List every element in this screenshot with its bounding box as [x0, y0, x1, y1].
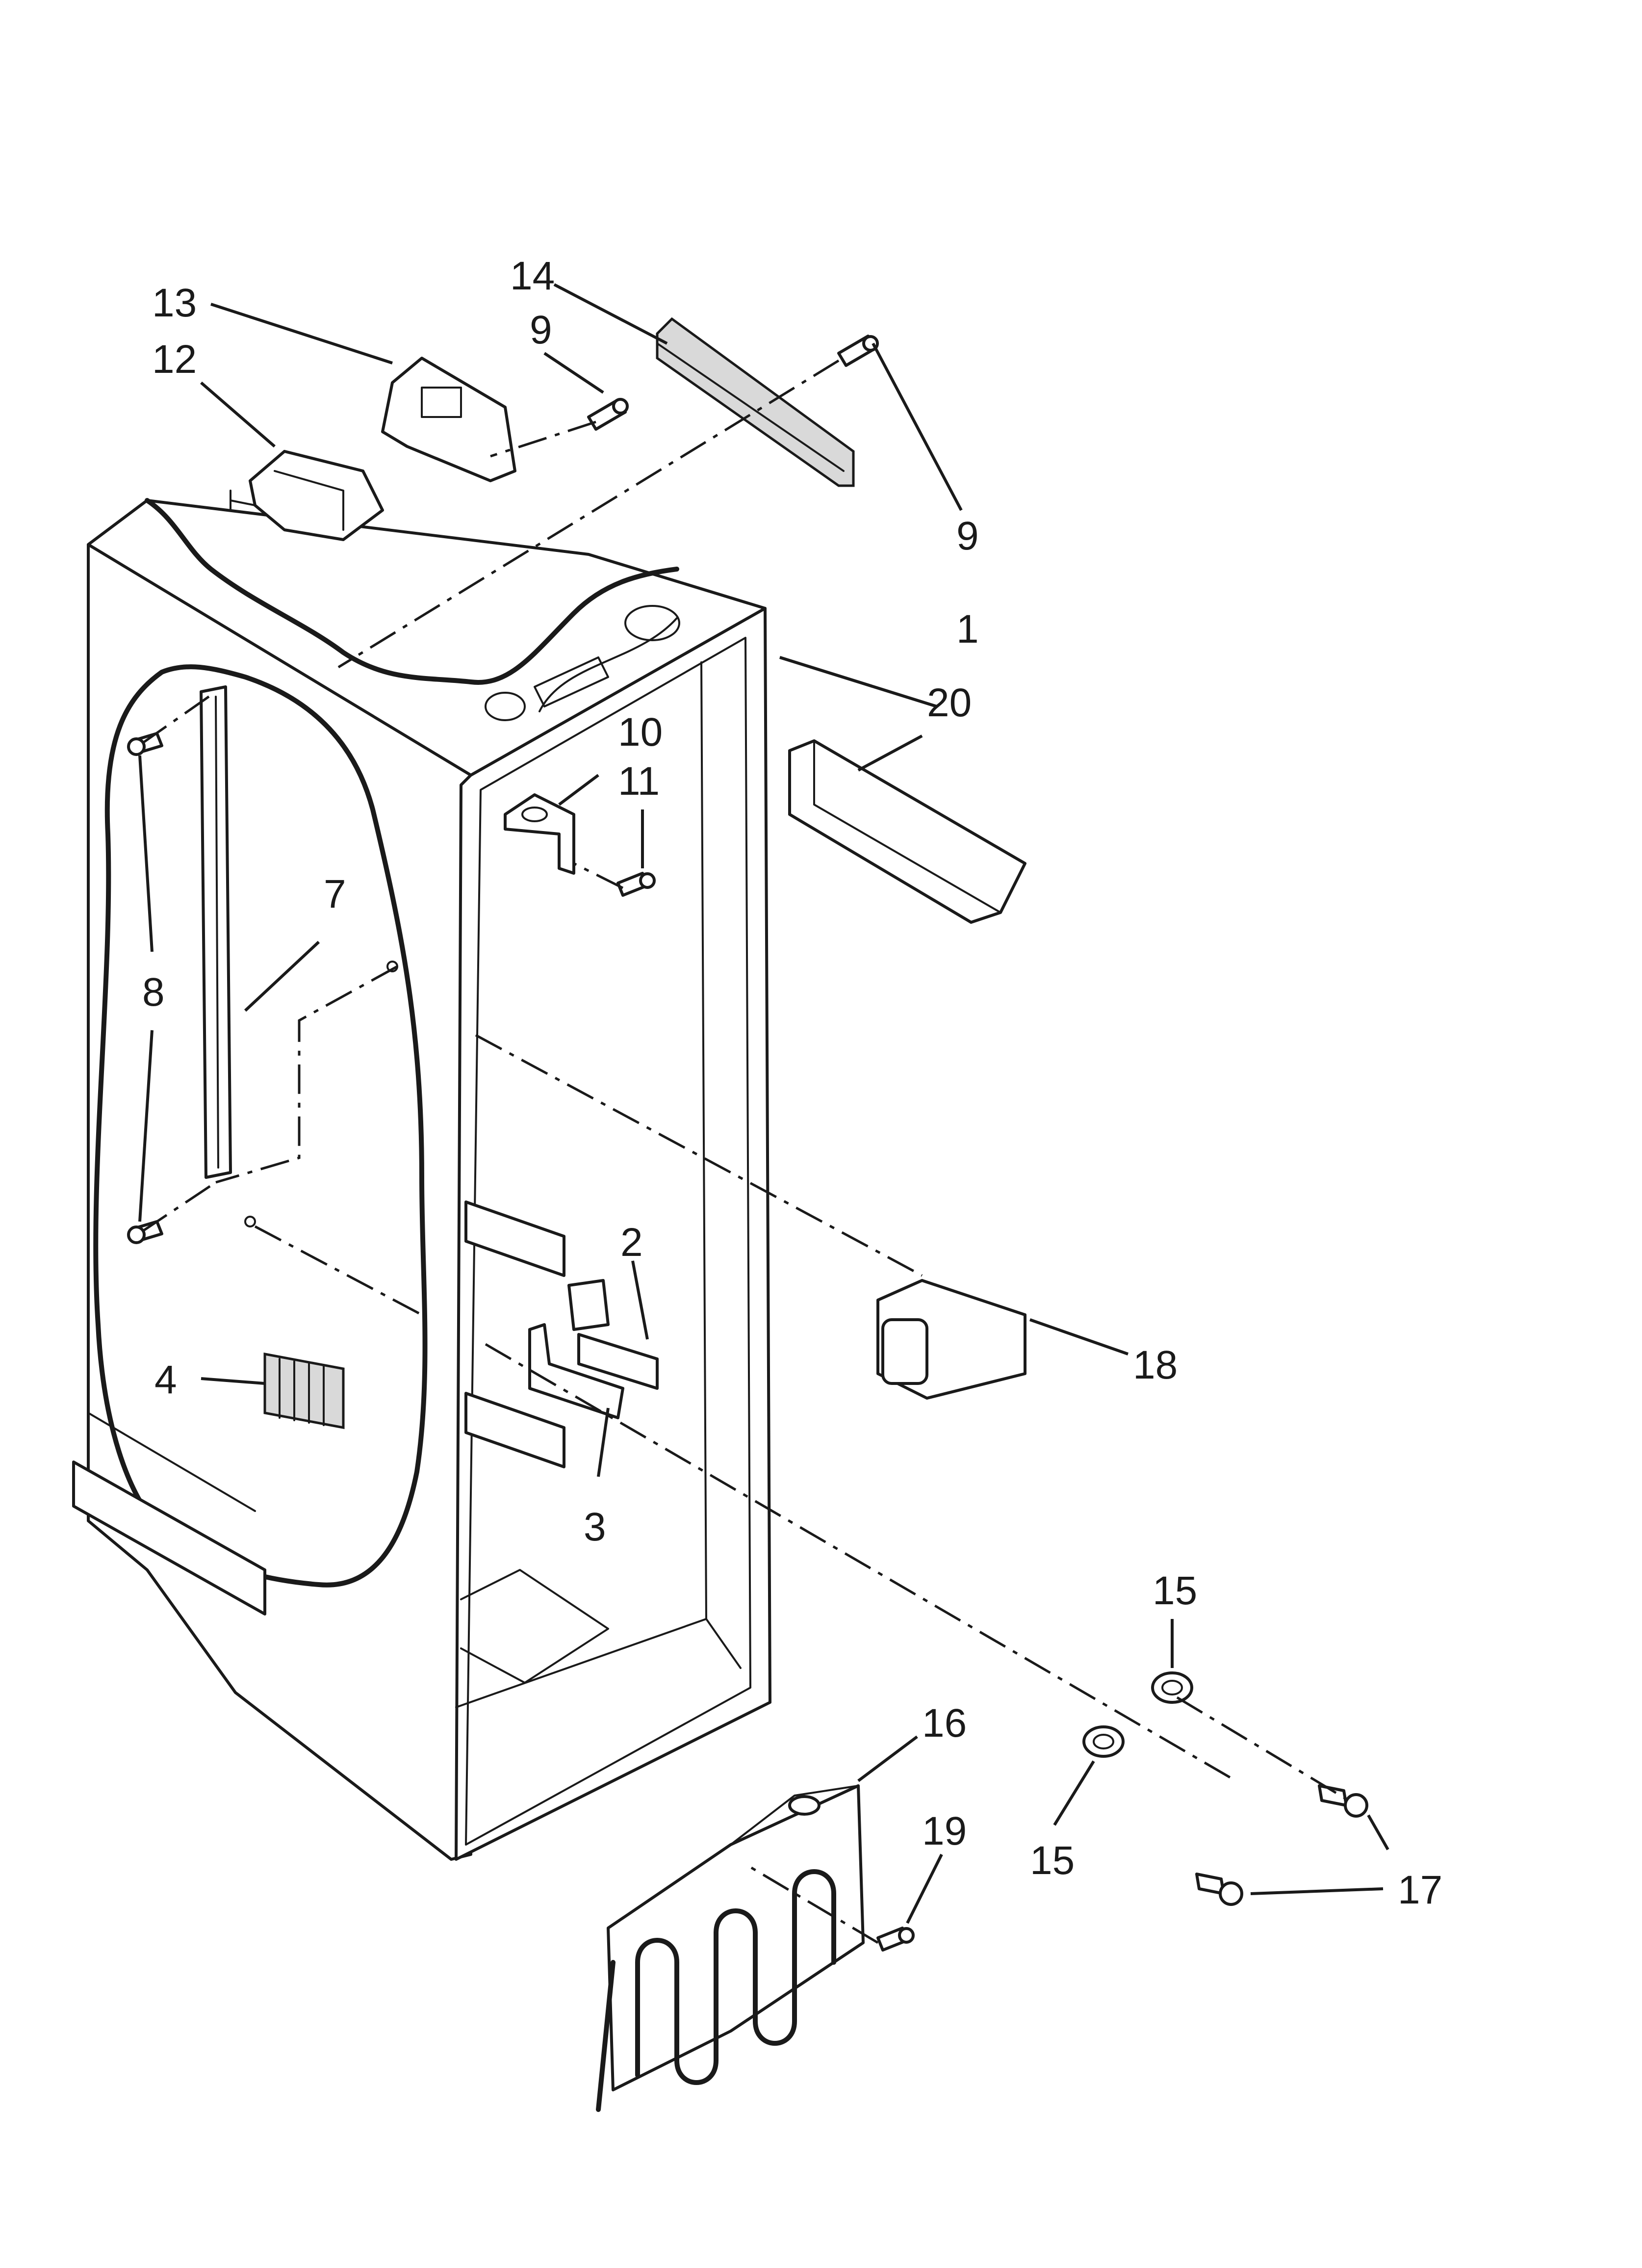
screw-8b	[127, 1220, 163, 1244]
part-17-pin-a	[1318, 1784, 1368, 1818]
callout-17: 17	[1398, 1868, 1442, 1912]
part-14-trim	[656, 317, 855, 487]
part-12-housing	[230, 450, 384, 541]
callout-12: 12	[152, 337, 197, 382]
assembly-lines	[141, 359, 1350, 1944]
callout-9a: 9	[530, 308, 552, 352]
part-2-bracket	[567, 1279, 659, 1390]
callout-18: 18	[1133, 1343, 1178, 1387]
part-3-bracket	[528, 1323, 624, 1419]
callout-3: 3	[584, 1505, 606, 1549]
leader-arrows	[138, 283, 1389, 1924]
callout-19: 19	[922, 1809, 967, 1853]
screw-11	[616, 872, 656, 897]
callout-10: 10	[618, 710, 663, 755]
callout-1: 1	[956, 607, 979, 652]
part-16-evaporator	[596, 1784, 865, 2112]
callout-8: 8	[142, 970, 165, 1015]
part-18-housing	[876, 1279, 1026, 1400]
callout-labels: 1 2 3 4 7 8 9 9 10 11 12 13 14 15 15 16 …	[142, 254, 1442, 1912]
callout-4: 4	[154, 1357, 177, 1402]
callout-14: 14	[510, 254, 555, 298]
callout-2: 2	[620, 1220, 643, 1265]
callout-11: 11	[618, 759, 660, 804]
callout-15a: 15	[1153, 1568, 1197, 1613]
part-17-pin-b	[1195, 1873, 1243, 1906]
part-13-cover	[381, 357, 516, 482]
screw-9a	[587, 398, 629, 431]
callout-16: 16	[922, 1701, 967, 1746]
callout-20: 20	[927, 680, 972, 725]
part-10-bracket	[504, 793, 575, 875]
cabinet-liner	[72, 498, 771, 1861]
screw-9b	[837, 335, 879, 367]
part-4-grille	[263, 1352, 345, 1430]
callout-7: 7	[324, 872, 346, 916]
part-15-grommet-b	[1082, 1725, 1125, 1758]
callout-15b: 15	[1030, 1838, 1075, 1883]
part-20-channel	[788, 739, 1026, 924]
callout-13: 13	[152, 281, 197, 325]
screw-8a	[127, 732, 163, 756]
screw-19	[876, 1927, 915, 1952]
callout-9b: 9	[956, 514, 979, 558]
part-15-grommet-a	[1151, 1671, 1193, 1704]
